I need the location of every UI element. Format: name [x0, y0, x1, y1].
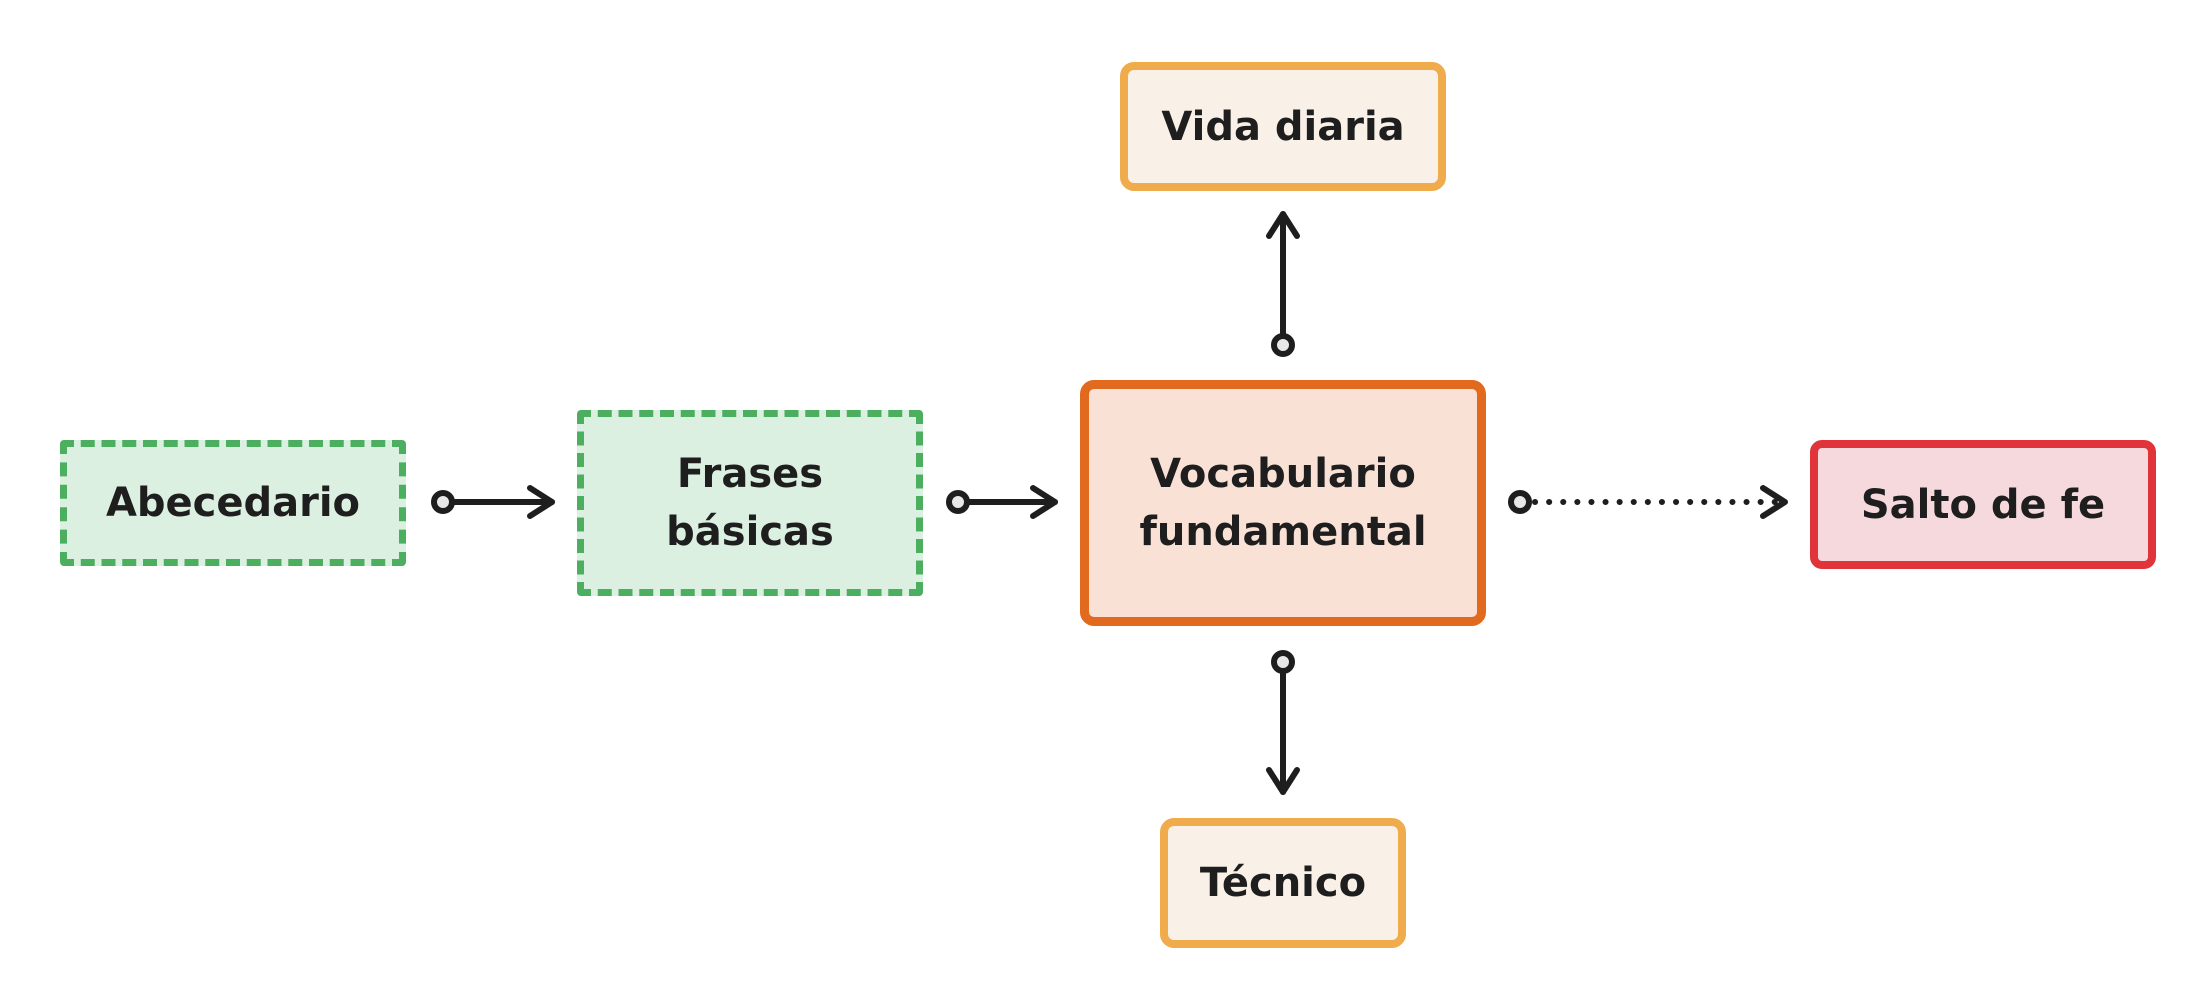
node-label: Vida diaria	[1161, 103, 1405, 150]
node-vida-diaria[interactable]: Vida diaria	[1120, 62, 1446, 191]
edge-vocabulario-salto[interactable]	[1508, 485, 1788, 519]
node-label: Vocabulario fundamental	[1139, 451, 1427, 555]
node-salto-de-fe[interactable]: Salto de fe	[1810, 440, 2156, 569]
node-label: Abecedario	[105, 480, 361, 526]
node-label: Frases básicas	[666, 451, 834, 555]
node-tecnico[interactable]: Técnico	[1160, 818, 1406, 948]
edge-frases-vocabulario[interactable]	[946, 485, 1058, 519]
edge-vocabulario-tecnico[interactable]	[1266, 650, 1300, 795]
node-abecedario[interactable]: Abecedario	[60, 440, 406, 566]
node-vocabulario-fundamental[interactable]: Vocabulario fundamental	[1080, 380, 1486, 626]
node-label: Técnico	[1199, 860, 1367, 906]
node-label: Salto de fe	[1860, 481, 2106, 528]
node-frases-basicas[interactable]: Frases básicas	[577, 410, 923, 596]
edge-abecedario-frases[interactable]	[431, 485, 555, 519]
edge-vocabulario-vida[interactable]	[1266, 211, 1300, 357]
